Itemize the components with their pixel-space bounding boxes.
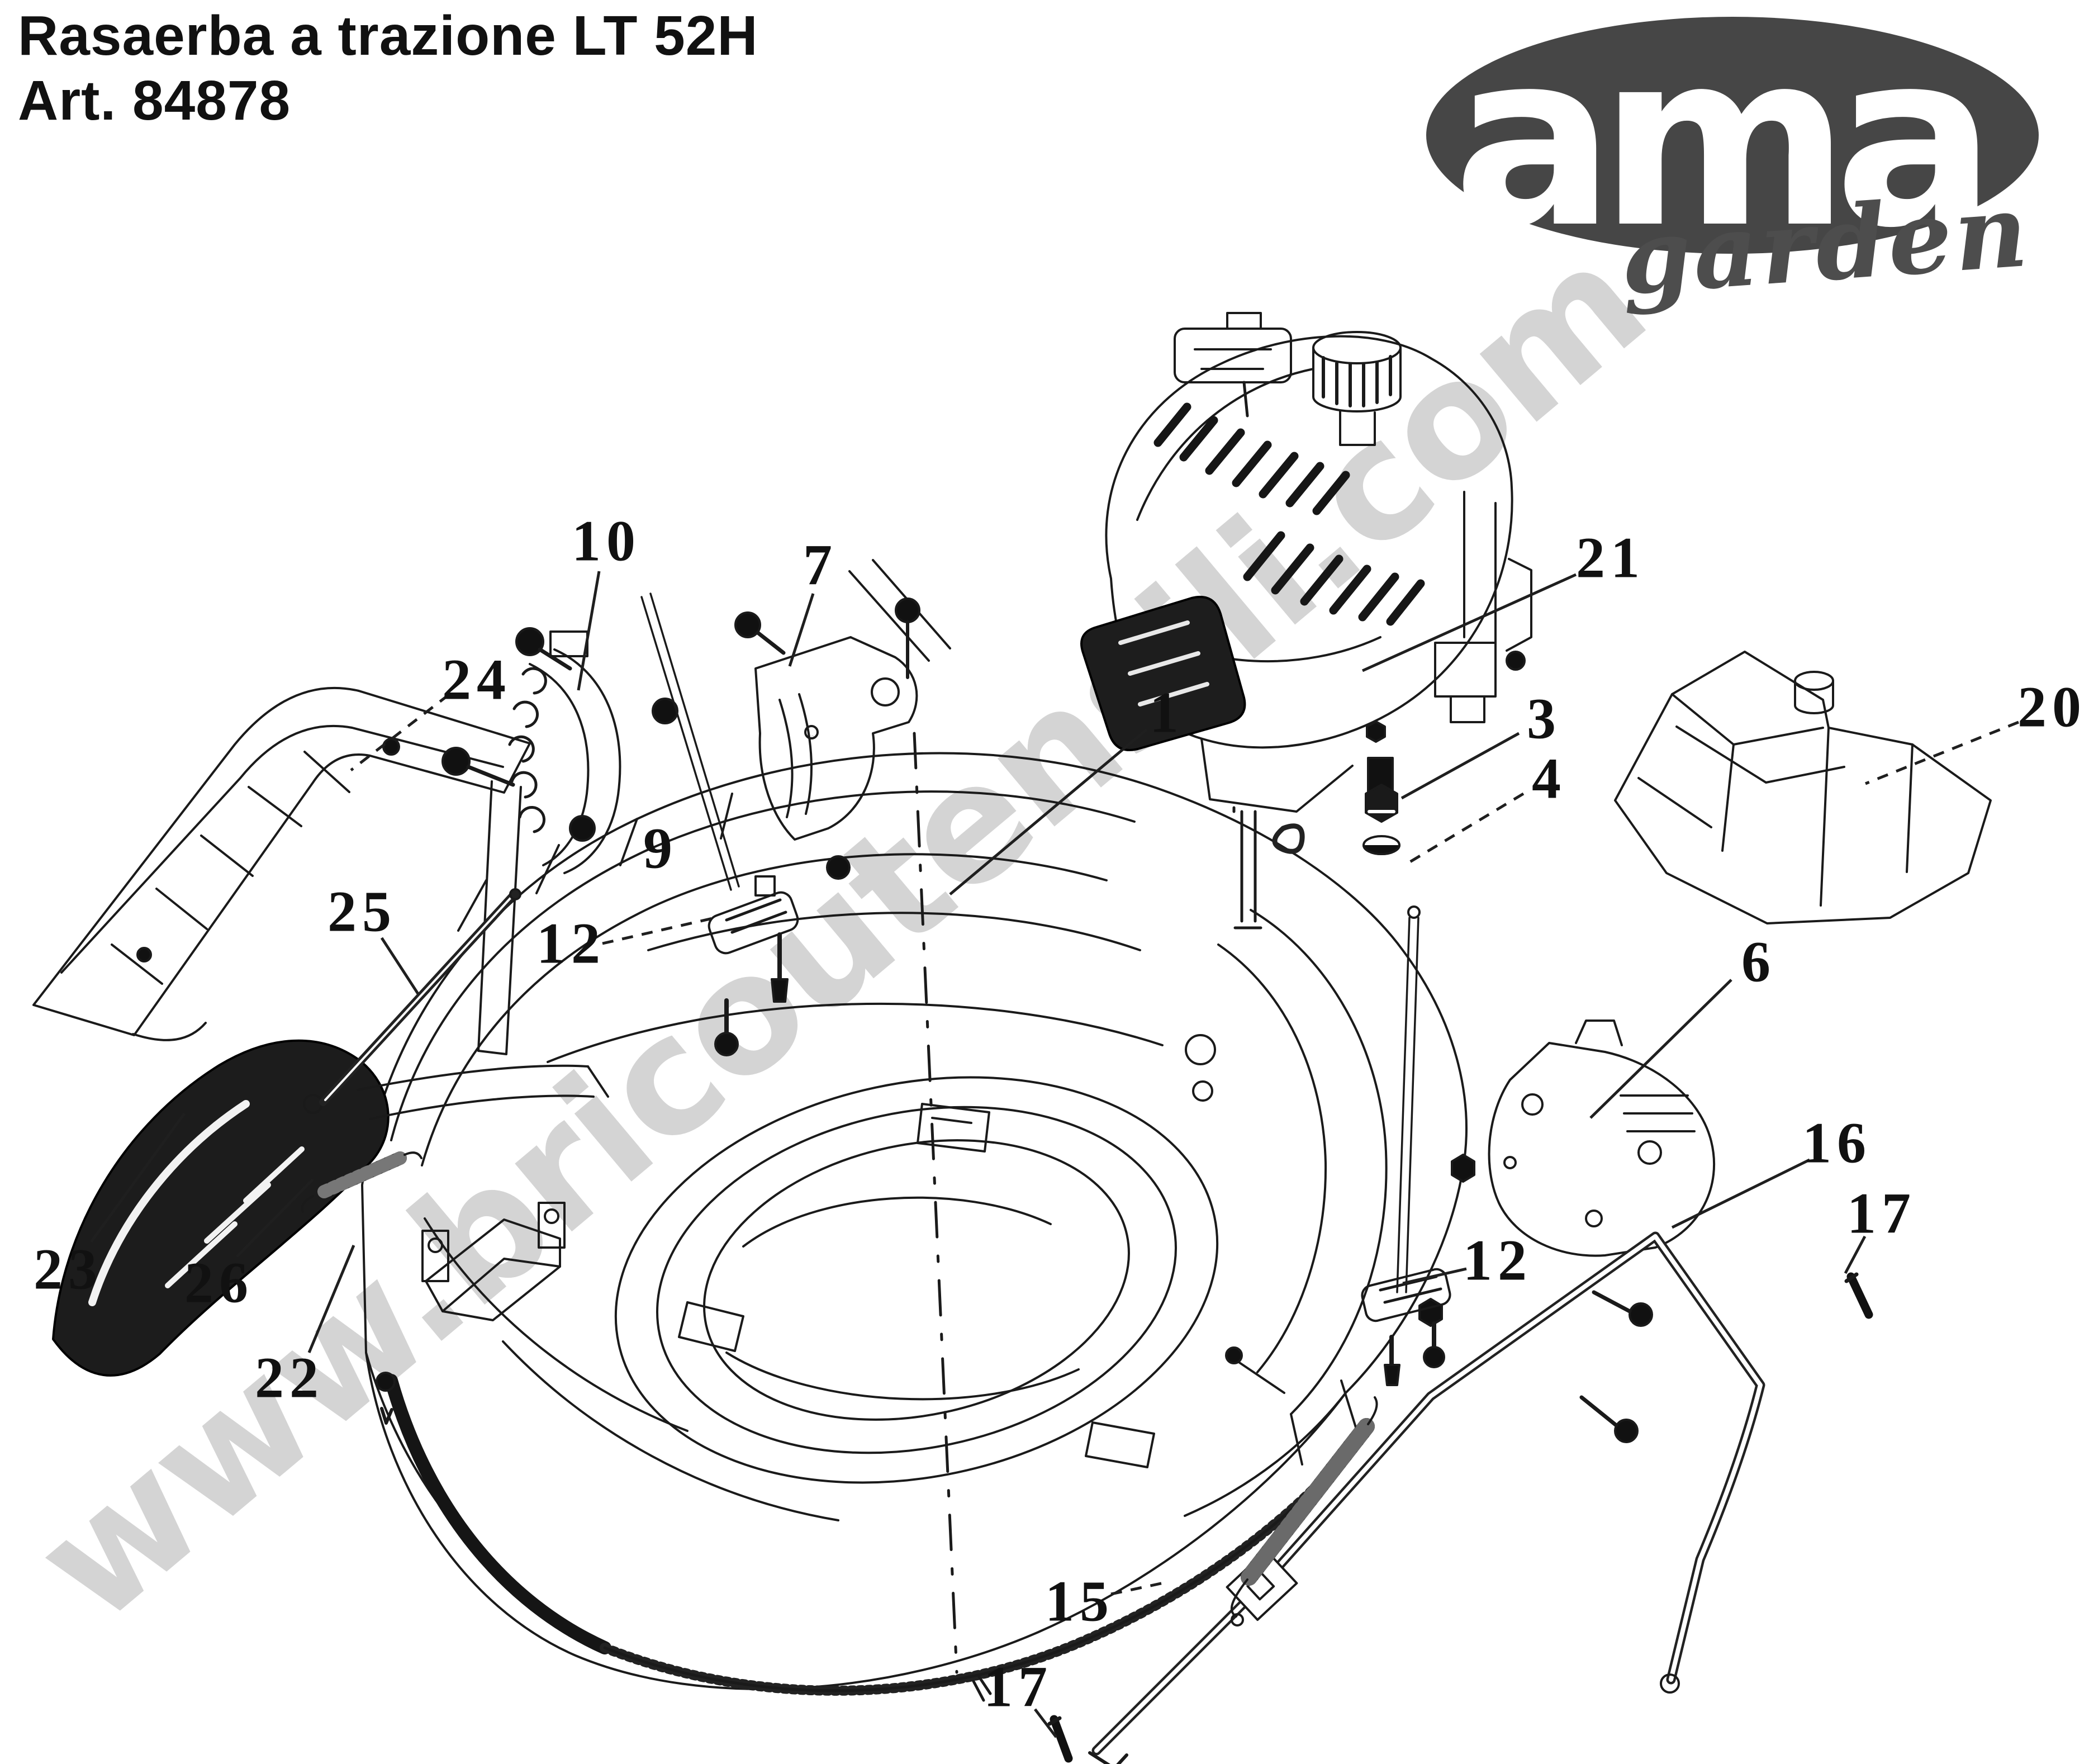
callout-label-21: 21 — [1576, 525, 1645, 590]
callout-label-15: 15 — [1045, 1569, 1114, 1633]
handle-cover-part24 — [32, 686, 531, 1055]
article-number: Art. 84878 — [18, 69, 291, 132]
pin-part17-right — [1844, 1272, 1873, 1319]
plate-part6 — [1396, 905, 1716, 1443]
pin-part17-bottom — [1047, 1715, 1073, 1763]
callout-leader-1 — [949, 728, 1148, 895]
page-title: Rasaerba a trazione LT 52H — [18, 4, 758, 67]
callout-label-9: 9 — [643, 816, 678, 880]
callout-label-25: 25 — [327, 879, 397, 943]
callout-leader-6 — [1589, 979, 1732, 1119]
callout-leader-3 — [1400, 732, 1520, 800]
callout-leader-12 — [1402, 1267, 1467, 1285]
bracket-part7 — [734, 559, 951, 880]
callout-leader-4 — [1406, 792, 1525, 865]
bracket-part22 — [421, 1202, 566, 1321]
callout-label-17: 17 — [984, 1654, 1053, 1719]
callout-leader-16 — [1671, 1158, 1811, 1229]
callout-leader-15 — [1110, 1581, 1164, 1596]
callout-leader-20 — [1865, 720, 2019, 785]
callout-label-12: 12 — [537, 911, 606, 975]
callout-label-23: 23 — [34, 1237, 103, 1301]
callout-leader-17 — [1844, 1235, 1867, 1274]
callout-leader-10 — [577, 571, 601, 691]
callout-label-22: 22 — [255, 1345, 324, 1410]
callout-label-17: 17 — [1847, 1181, 1916, 1245]
callout-label-26: 26 — [184, 1250, 254, 1315]
chute-part20 — [1614, 651, 1992, 924]
spring-part26 — [301, 1151, 422, 1213]
callout-label-16: 16 — [1802, 1111, 1872, 1175]
callout-label-1: 1 — [1150, 680, 1184, 745]
callout-label-10: 10 — [572, 509, 641, 573]
callout-leader-22 — [307, 1245, 355, 1353]
watermark-text: www.bricoutensili.com — [2, 208, 1679, 1659]
callout-label-24: 24 — [442, 647, 511, 712]
rod-part25 — [319, 888, 521, 1106]
deck-outline — [361, 732, 1468, 1702]
callout-label-7: 7 — [803, 533, 838, 597]
callout-label-4: 4 — [1532, 746, 1566, 810]
callout-label-20: 20 — [2017, 675, 2087, 739]
callout-leader-17 — [1034, 1708, 1057, 1738]
callout-label-6: 6 — [1741, 930, 1776, 994]
fasteners-part3-part4 — [1272, 720, 1400, 855]
height-rack-part10 — [441, 592, 740, 891]
callout-leader-7 — [788, 593, 815, 667]
latch-part12-right — [1361, 1268, 1451, 1386]
spring-part15 — [1230, 1396, 1378, 1627]
callout-leader-21 — [1361, 573, 1577, 672]
flap-part23 — [52, 1039, 609, 1377]
engine — [1080, 312, 1532, 930]
bar-part16 — [1088, 1231, 1765, 1764]
callout-leader-24 — [350, 694, 450, 771]
callout-label-12: 12 — [1463, 1228, 1532, 1292]
callout-leader-23 — [89, 1112, 186, 1243]
title-block: Rasaerba a trazione LT 52H Art. 84878 — [18, 3, 758, 133]
callout-label-3: 3 — [1527, 686, 1561, 751]
latch-part12-left — [708, 875, 799, 1056]
mower-line-art — [32, 312, 1992, 1764]
callout-leader-25 — [380, 937, 420, 995]
callout-leader-26 — [236, 1178, 314, 1258]
